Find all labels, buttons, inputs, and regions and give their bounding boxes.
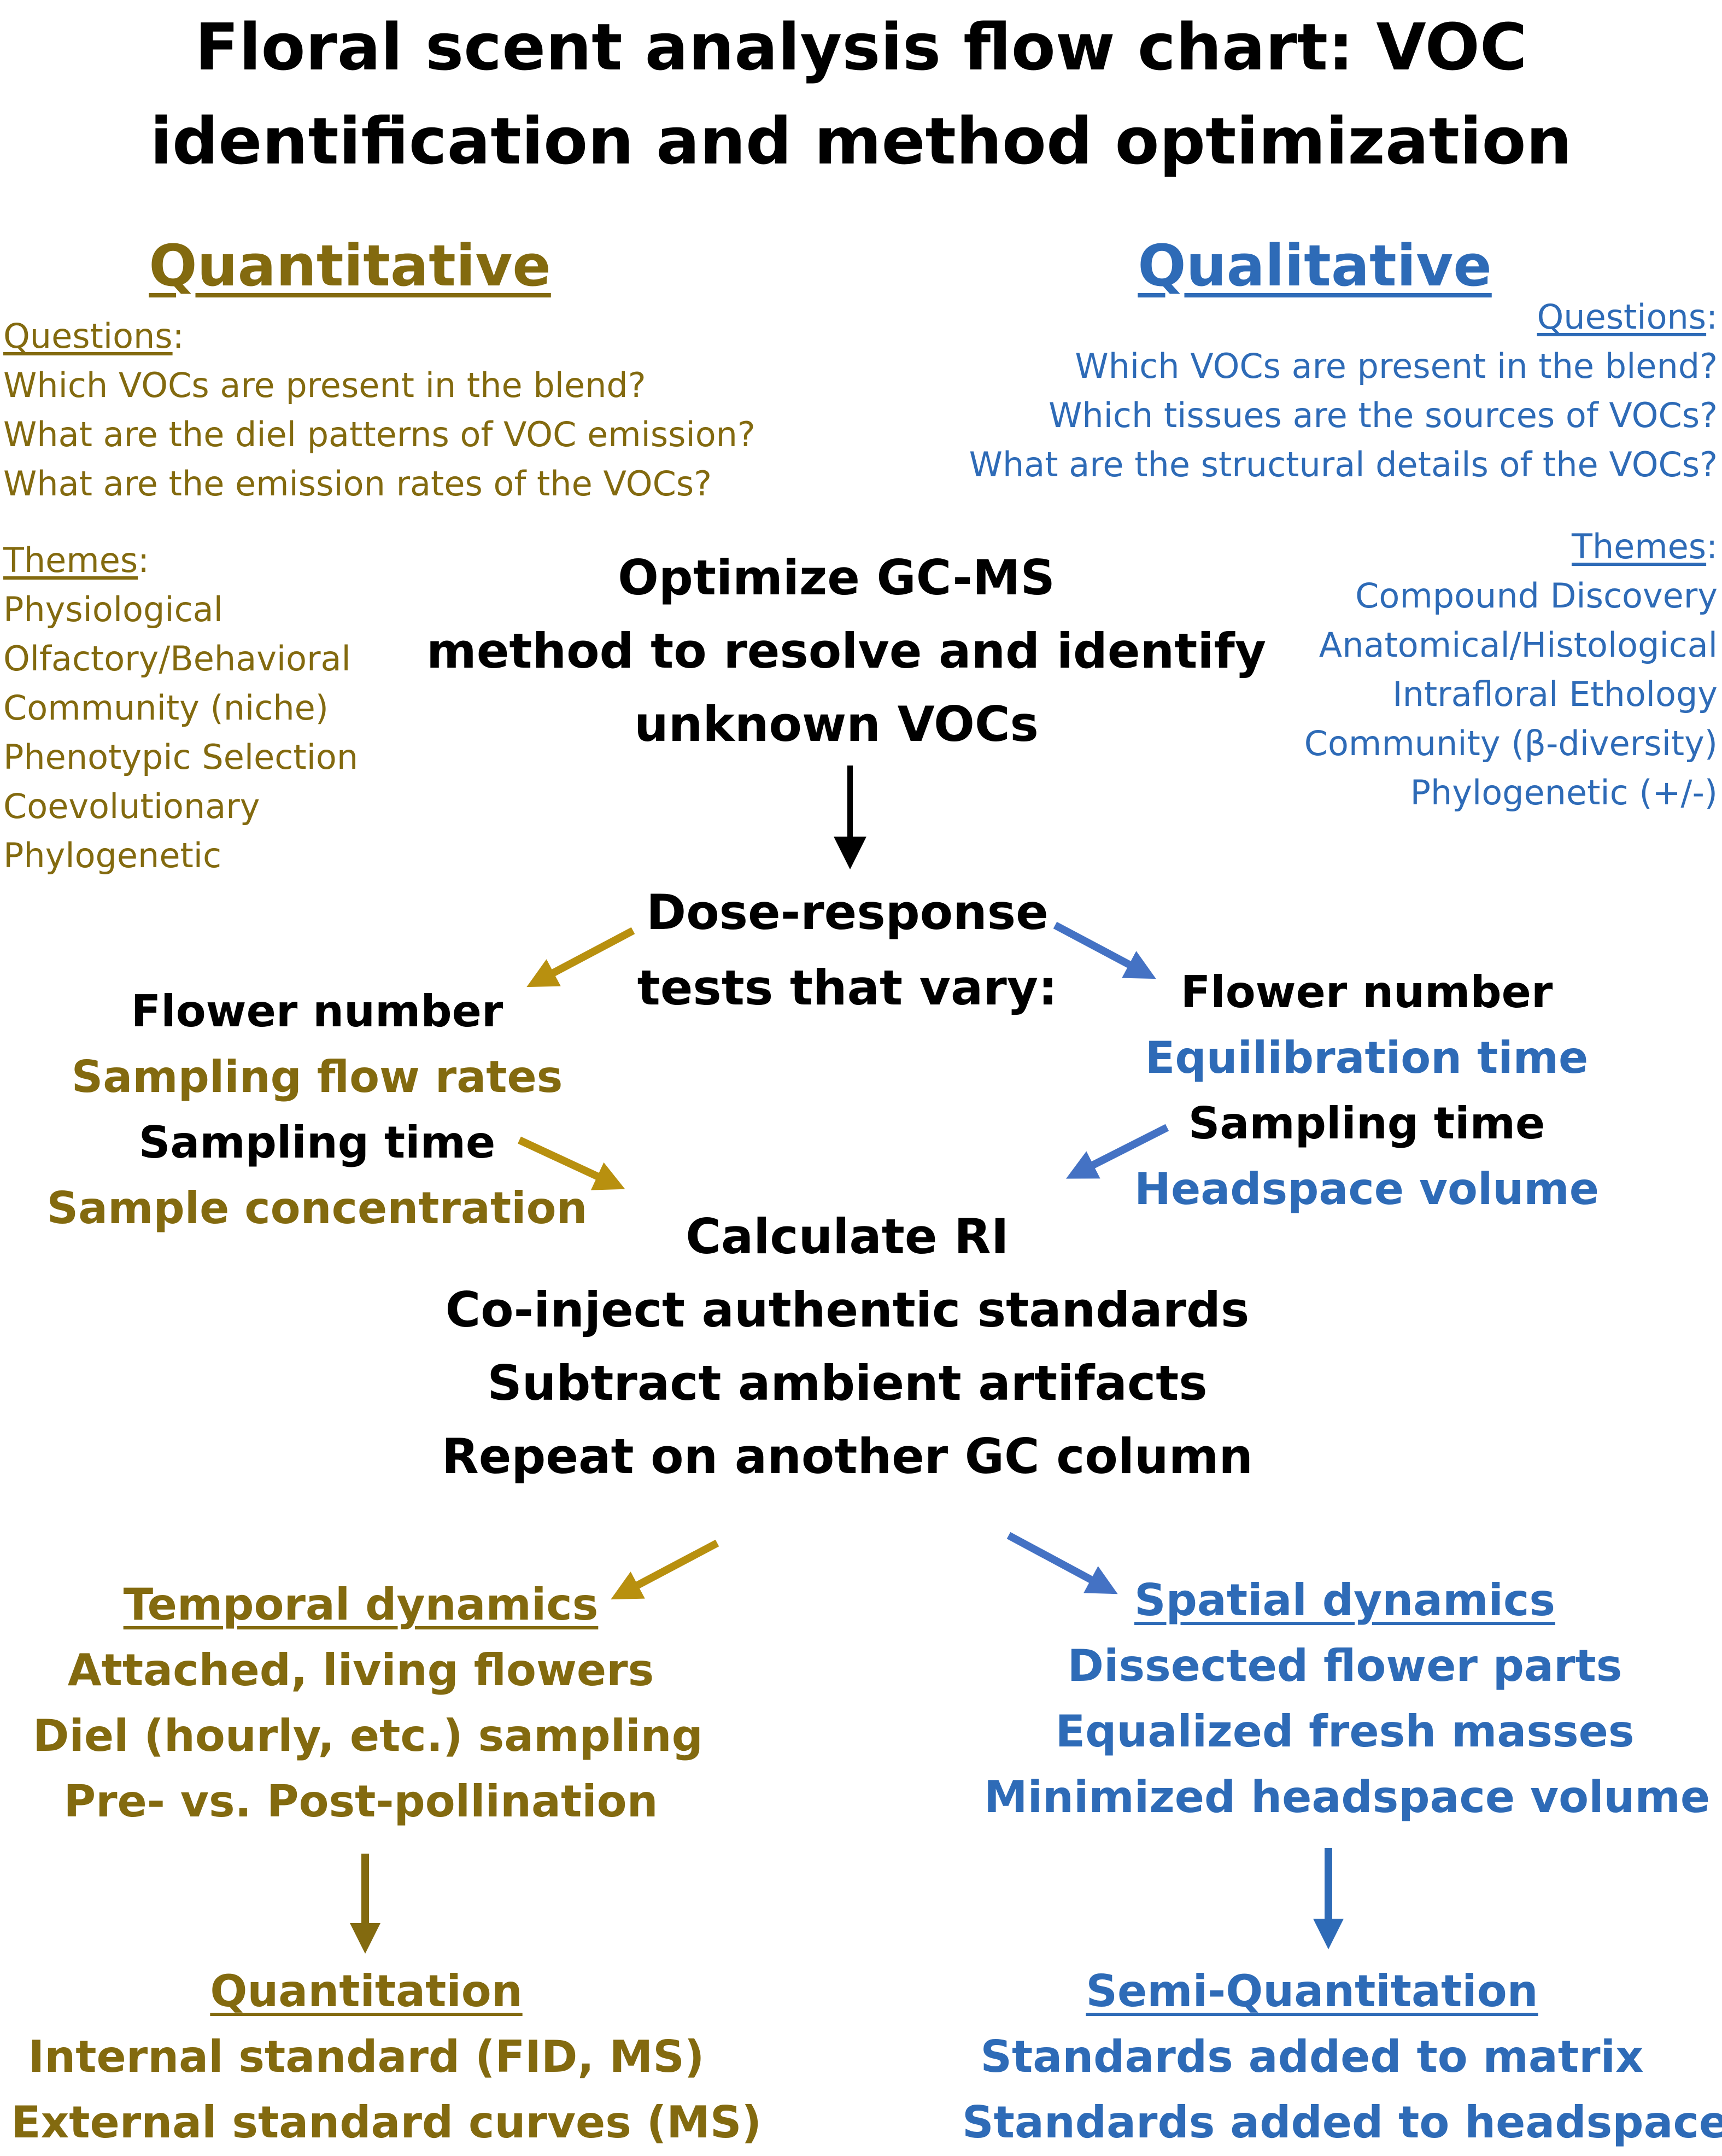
identification-step: Subtract ambient artifacts (487, 1355, 1208, 1411)
identification-steps: Calculate RI Co-inject authentic standar… (426, 1200, 1268, 1493)
variable-item: Sampling time (138, 1117, 496, 1168)
spatial-dynamics-heading: Spatial dynamics (1134, 1575, 1555, 1626)
quantitative-theme: Olfactory/Behavioral (3, 639, 351, 679)
title-line-1: Floral scent analysis flow chart: VOC (195, 9, 1527, 85)
page-title: Floral scent analysis flow chart: VOC id… (0, 0, 1722, 188)
spatial-item: Minimized headspace volume (984, 1772, 1711, 1822)
qualitative-theme: Phylogenetic (+/-) (1410, 773, 1718, 813)
quantitative-themes-label: Themes: (3, 540, 150, 580)
variable-item: Equilibration time (1145, 1032, 1589, 1083)
temporal-item: Pre- vs. Post-pollination (63, 1776, 658, 1827)
qualitative-question: Which tissues are the sources of VOCs? (1049, 395, 1718, 435)
quantitative-heading: Quantitative (149, 232, 551, 299)
identification-step: Calculate RI (686, 1208, 1009, 1265)
optimize-line: unknown VOCs (634, 696, 1039, 752)
quantitative-question: What are the emission rates of the VOCs? (3, 464, 712, 504)
semi-quantitation-item: Standards added to headspace (962, 2097, 1722, 2148)
qualitative-theme: Intrafloral Ethology (1392, 674, 1718, 714)
quantitative-theme: Phenotypic Selection (3, 737, 359, 777)
variable-item: Flower number (131, 986, 503, 1037)
variable-item: Sampling flow rates (71, 1051, 563, 1102)
qualitative-questions: Questions: Which VOCs are present in the… (969, 293, 1718, 489)
dose-response-line: Dose-response (646, 884, 1049, 940)
dose-response-block: Dose-response tests that vary: (574, 875, 1121, 1026)
qualitative-variables: Flower number Equilibration time Samplin… (1093, 960, 1640, 1222)
quantitation-block: Quantitation Internal standard (FID, MS)… (11, 1959, 762, 2155)
quantitative-questions: Questions: Which VOCs are present in the… (3, 312, 755, 509)
variable-item: Sample concentration (46, 1183, 588, 1234)
temporal-dynamics-heading: Temporal dynamics (123, 1579, 599, 1630)
variable-item: Flower number (1180, 967, 1553, 1018)
quantitative-theme: Phylogenetic (3, 835, 222, 875)
quantitative-questions-label: Questions: (3, 316, 184, 356)
arrow-left-to-identify (518, 1136, 625, 1190)
dose-response-line: tests that vary: (637, 960, 1058, 1016)
qualitative-themes: Themes: Compound Discovery Anatomical/Hi… (1304, 522, 1718, 817)
semi-quantitation-item: Standards added to matrix (980, 2031, 1644, 2082)
arrow-right-to-identify (1066, 1124, 1169, 1179)
variable-item: Sampling time (1188, 1098, 1545, 1149)
quantitative-theme: Community (niche) (3, 688, 329, 728)
qualitative-themes-label: Themes: (1571, 527, 1718, 566)
qualitative-question: Which VOCs are present in the blend? (1075, 346, 1718, 386)
temporal-item: Attached, living flowers (67, 1645, 654, 1696)
temporal-item: Diel (hourly, etc.) sampling (33, 1710, 703, 1761)
qualitative-theme: Compound Discovery (1355, 576, 1718, 616)
temporal-dynamics-block: Temporal dynamics Attached, living flowe… (33, 1572, 703, 1834)
quantitative-question: Which VOCs are present in the blend? (3, 365, 646, 405)
variable-item: Headspace volume (1134, 1164, 1599, 1214)
qualitative-theme: Anatomical/Histological (1319, 625, 1718, 665)
spatial-item: Equalized fresh masses (1055, 1706, 1635, 1757)
optimize-method-block: Optimize GC-MS method to resolve and ide… (426, 541, 1267, 761)
arrow-identify-to-spatial (1006, 1532, 1118, 1594)
quantitative-theme: Coevolutionary (3, 786, 260, 826)
qualitative-theme: Community (β-diversity) (1304, 723, 1718, 763)
title-line-2: identification and method optimization (150, 103, 1572, 179)
quantitation-item: External standard curves (MS) (11, 2097, 762, 2148)
qualitative-question: What are the structural details of the V… (969, 445, 1718, 484)
semi-quantitation-block: Semi-Quantitation Standards added to mat… (962, 1959, 1722, 2155)
spatial-dynamics-block: Spatial dynamics Dissected flower parts … (984, 1568, 1711, 1830)
arrow-dose-to-left (526, 927, 635, 988)
qualitative-questions-label: Questions: (1537, 297, 1718, 337)
quantitation-item: Internal standard (FID, MS) (28, 2031, 705, 2082)
optimize-line: Optimize GC-MS (618, 550, 1055, 606)
optimize-line: method to resolve and identify (426, 623, 1267, 679)
quantitative-theme: Physiological (3, 589, 223, 629)
arrow-identify-to-temporal (611, 1539, 719, 1600)
quantitative-themes: Themes: Physiological Olfactory/Behavior… (3, 536, 358, 880)
quantitation-heading: Quantitation (210, 1966, 523, 2017)
arrow-dose-to-right (1053, 921, 1156, 979)
quantitative-question: What are the diel patterns of VOC emissi… (3, 414, 755, 454)
identification-step: Repeat on another GC column (441, 1428, 1254, 1485)
spatial-item: Dissected flower parts (1067, 1640, 1623, 1691)
qualitative-heading: Qualitative (1138, 232, 1492, 299)
semi-quantitation-heading: Semi-Quantitation (1086, 1966, 1538, 2017)
identification-step: Co-inject authentic standards (445, 1282, 1250, 1338)
quantitative-variables: Flower number Sampling flow rates Sampli… (33, 979, 601, 1241)
